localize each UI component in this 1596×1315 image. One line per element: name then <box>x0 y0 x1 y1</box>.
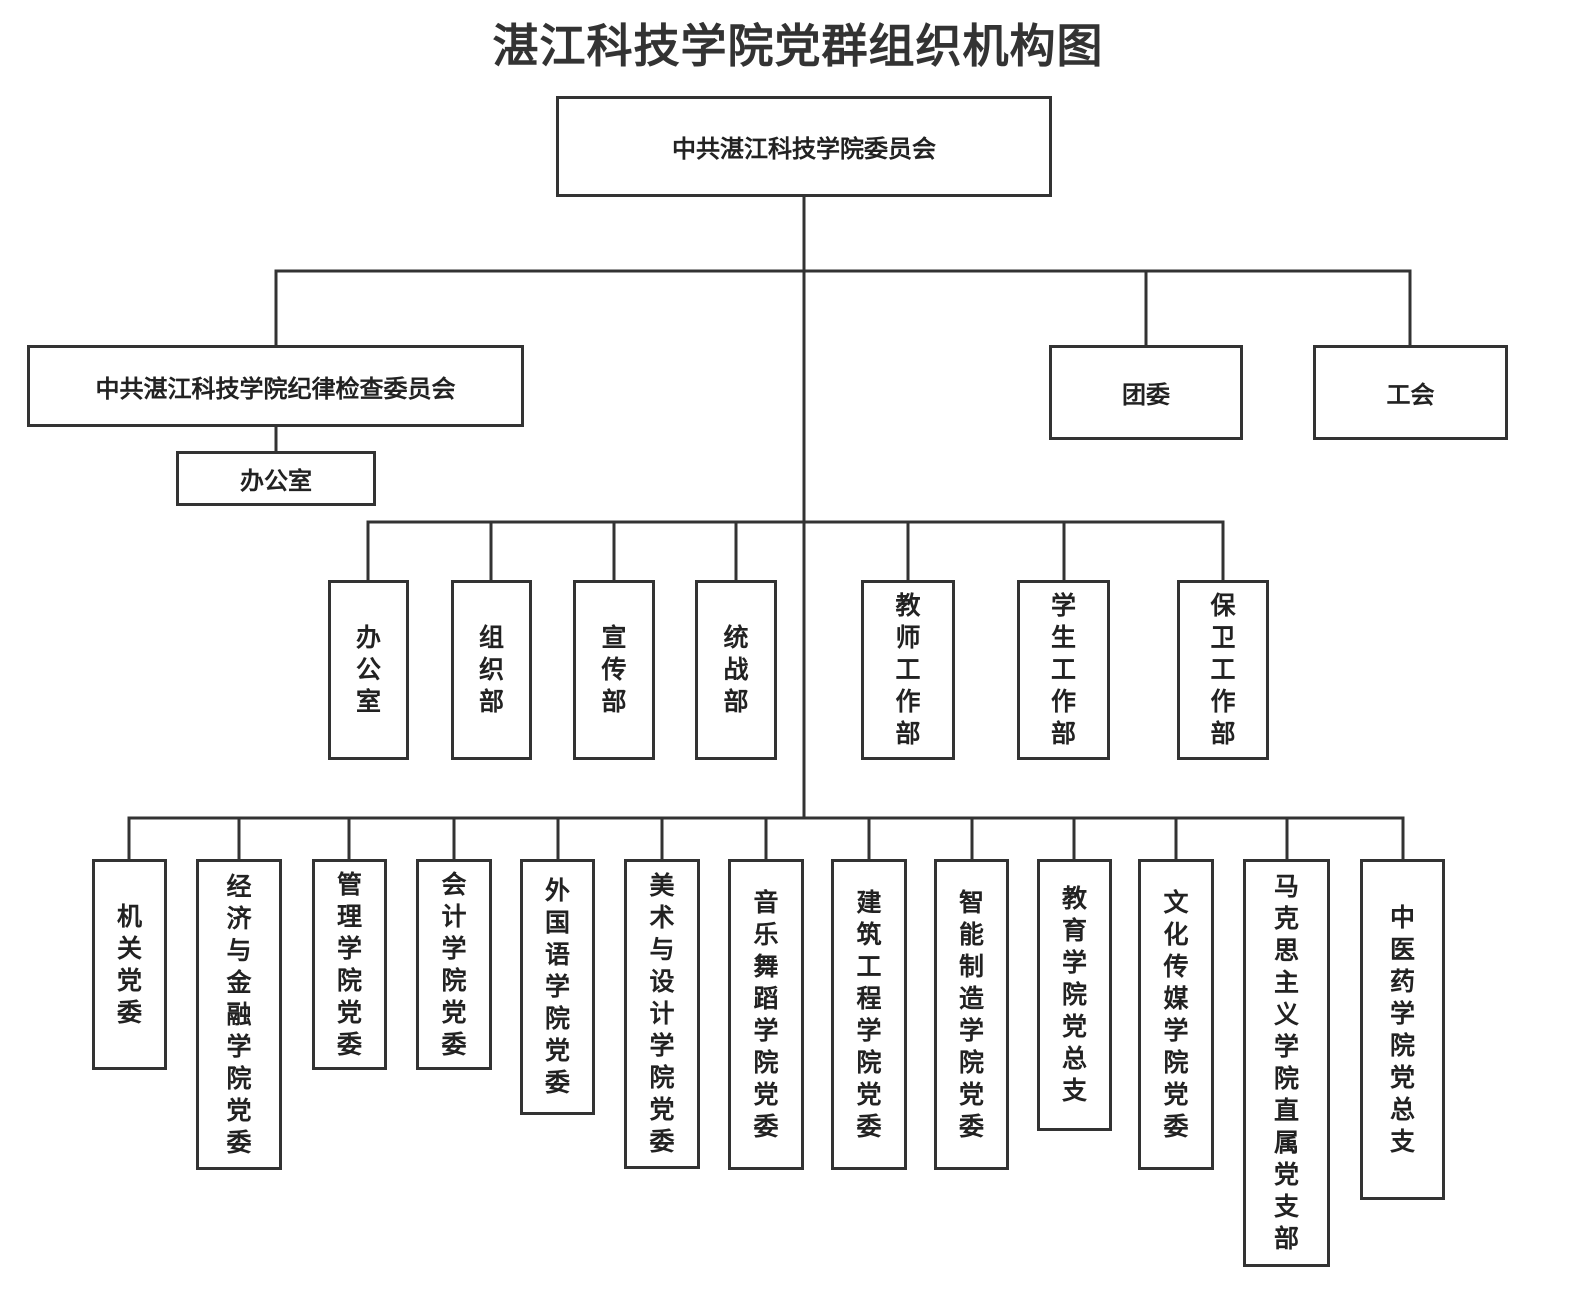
department-office-node: 办公室 <box>328 580 409 760</box>
branch-node: 智能制造学院党委 <box>934 859 1009 1170</box>
labor-union-label: 工会 <box>1386 381 1435 409</box>
branch-node: 教育学院党总支 <box>1037 859 1112 1131</box>
league-committee-label: 团委 <box>1122 381 1170 409</box>
department-label: 保卫工作部 <box>1210 591 1236 748</box>
department-united-front-node: 统战部 <box>695 580 777 760</box>
branch-node: 音乐舞蹈学院党委 <box>728 859 804 1170</box>
league-committee-node: 团委 <box>1049 345 1243 440</box>
branch-node: 中医药学院党总支 <box>1360 859 1445 1200</box>
branch-label: 教育学院党总支 <box>1061 884 1087 1105</box>
branch-label: 音乐舞蹈学院党委 <box>753 887 779 1141</box>
branch-node: 外国语学院党委 <box>520 859 595 1115</box>
branch-node: 建筑工程学院党委 <box>831 859 907 1170</box>
department-organization-node: 组织部 <box>451 580 532 760</box>
branch-label: 会计学院党委 <box>441 869 467 1059</box>
branch-node: 美术与设计学院党委 <box>624 859 700 1169</box>
department-label: 教师工作部 <box>895 591 921 748</box>
branch-node: 经济与金融学院党委 <box>196 859 282 1170</box>
branch-node: 马克思主义学院直属党支部 <box>1243 859 1330 1267</box>
branch-node: 机关党委 <box>92 859 167 1070</box>
party-committee-node: 中共湛江科技学院委员会 <box>556 96 1052 197</box>
chart-title: 湛江科技学院党群组织机构图 <box>492 19 1104 73</box>
branch-label: 马克思主义学院直属党支部 <box>1273 872 1299 1253</box>
department-publicity-node: 宣传部 <box>573 580 655 760</box>
branch-label: 文化传媒学院党委 <box>1163 887 1189 1141</box>
party-committee-label: 中共湛江科技学院委员会 <box>672 135 936 163</box>
department-security-node: 保卫工作部 <box>1177 580 1269 760</box>
department-label: 办公室 <box>355 623 381 716</box>
branch-label: 机关党委 <box>116 901 142 1027</box>
branch-node: 会计学院党委 <box>416 859 492 1070</box>
branch-label: 中医药学院党总支 <box>1389 902 1415 1156</box>
discipline-commission-node: 中共湛江科技学院纪律检查委员会 <box>27 345 524 427</box>
branch-node: 管理学院党委 <box>312 859 387 1070</box>
branch-label: 美术与设计学院党委 <box>649 871 675 1156</box>
department-student-affairs-node: 学生工作部 <box>1017 580 1110 760</box>
department-label: 统战部 <box>723 623 749 716</box>
branch-label: 智能制造学院党委 <box>958 887 984 1141</box>
department-teacher-affairs-node: 教师工作部 <box>861 580 955 760</box>
discipline-commission-label: 中共湛江科技学院纪律检查委员会 <box>95 374 456 403</box>
branch-label: 外国语学院党委 <box>544 876 570 1097</box>
department-label: 宣传部 <box>601 623 627 716</box>
discipline-office-label: 办公室 <box>240 467 312 495</box>
labor-union-node: 工会 <box>1313 345 1508 440</box>
branch-label: 管理学院党委 <box>336 869 362 1059</box>
branch-node: 文化传媒学院党委 <box>1138 859 1214 1170</box>
branch-label: 经济与金融学院党委 <box>226 871 252 1157</box>
discipline-office-node: 办公室 <box>176 451 376 506</box>
branch-label: 建筑工程学院党委 <box>856 887 882 1141</box>
department-label: 学生工作部 <box>1050 591 1076 748</box>
department-label: 组织部 <box>478 623 504 716</box>
